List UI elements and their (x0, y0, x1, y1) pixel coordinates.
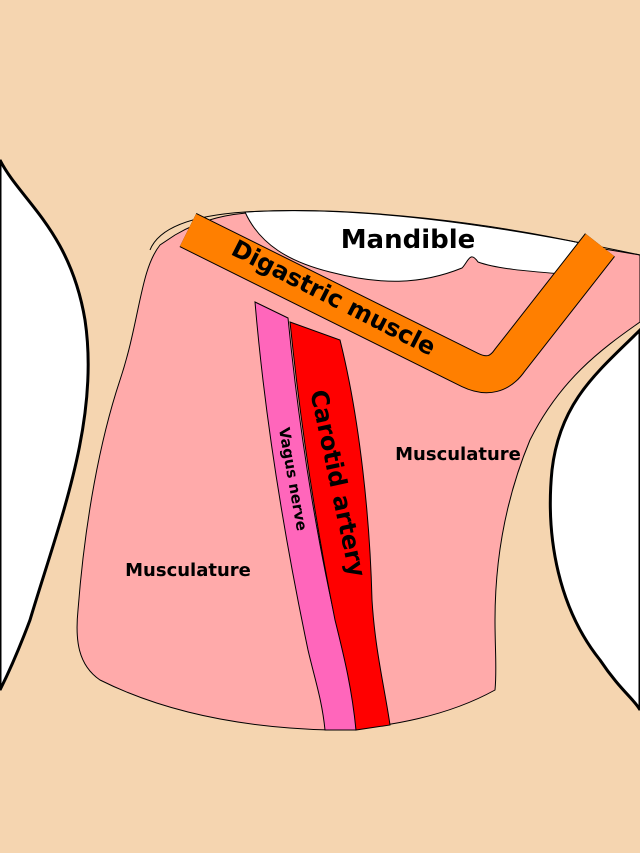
carotid-artery-shape (289, 321, 391, 731)
mandible-label: Mandible (341, 225, 476, 255)
right-background-region (548, 327, 640, 711)
musculature-left-label: Musculature (125, 560, 251, 581)
mandible-bone (244, 210, 591, 282)
skin-upper-edge (149, 210, 640, 256)
left-background-region (0, 159, 90, 691)
vagus-nerve-shape (254, 301, 357, 731)
musculature-right-label: Musculature (395, 444, 521, 465)
digastric-muscle-shape (179, 213, 615, 393)
